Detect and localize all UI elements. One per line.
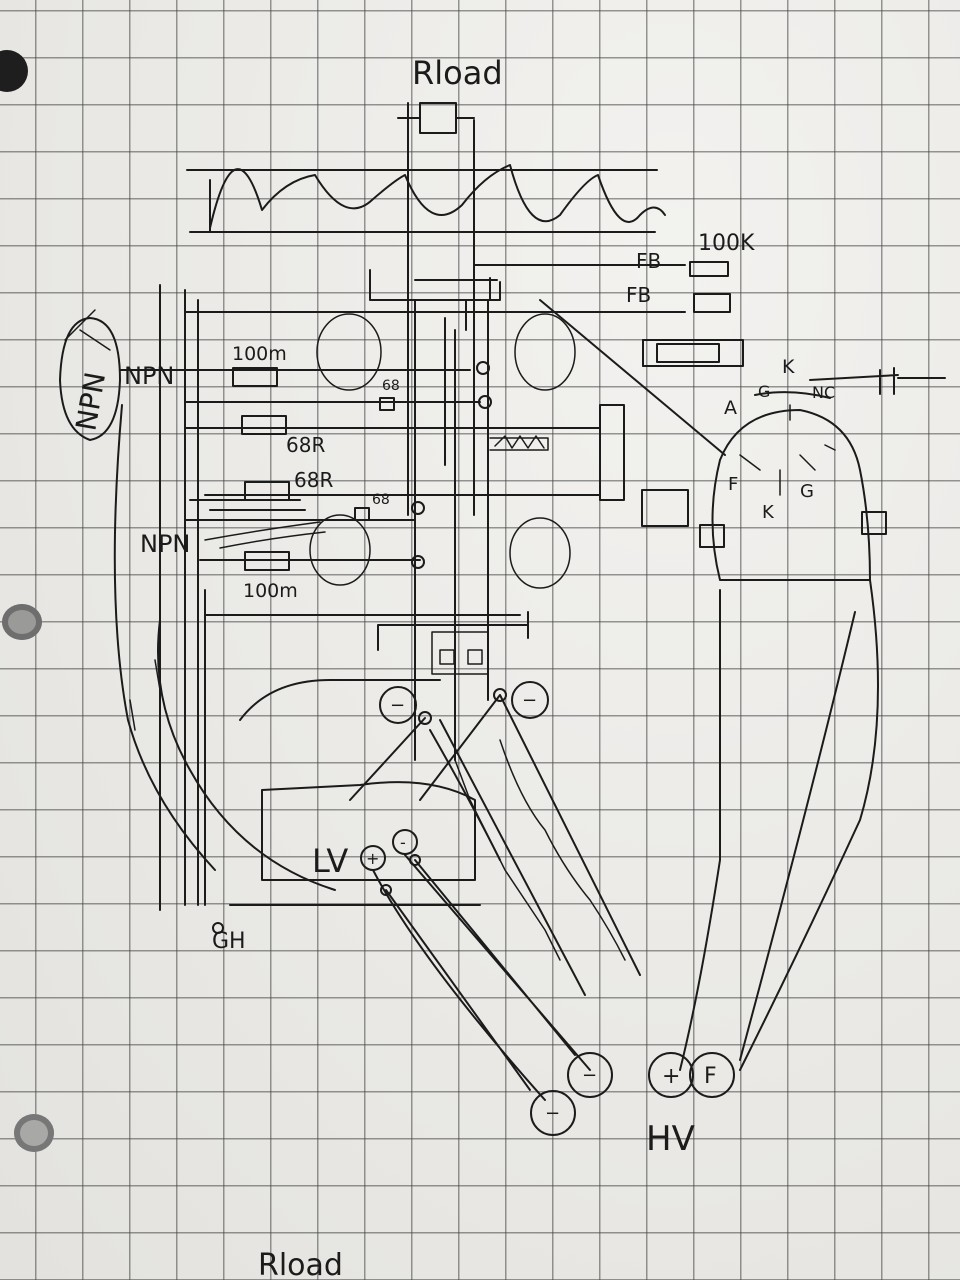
label-fb-lower: FB [626,283,651,307]
label-npn-lower: NPN [140,530,190,558]
label-fb-upper: FB [636,249,661,273]
label-hv: HV [646,1119,695,1159]
label-term-minus-left: − [390,695,405,716]
label-100k: 100K [698,231,755,256]
label-pin-g-bottom: G [800,481,814,502]
label-term-minus-lower2: − [582,1065,597,1086]
label-npn-vertical: NPN [69,370,112,434]
label-pin-k-top: K [782,356,795,378]
binder-hole [14,1114,54,1152]
label-pin-k-bottom: K [762,502,775,523]
label-pin-f: F [728,474,738,495]
rload-top [397,102,475,516]
label-lv-plus: + [366,849,379,868]
center-block [349,611,641,996]
label-rload-bottom: Rload [258,1248,343,1280]
label-gh: GH [212,929,246,954]
label-lv: LV [312,842,348,880]
binder-hole [2,604,42,640]
label-hv-f: F [704,1064,717,1089]
label-term-minus-lower: − [545,1103,560,1124]
handwritten-labels: Rload Rload 100K FB FB NPN NPN NPN 100m … [69,54,835,1280]
label-68r-b: 68R [294,468,333,492]
npn-bubble [59,309,336,891]
label-pin-g-top: G [758,382,770,401]
label-term-minus-right: − [522,690,537,711]
label-hv-plus: + [662,1064,680,1089]
bottom-terminals [212,922,735,1136]
fb-section [185,261,744,367]
label-68-b: 68 [372,492,390,508]
output-waveform [186,164,666,233]
label-npn-upper: NPN [124,362,174,390]
label-pin-nc: NC [812,383,835,402]
label-pin-a: A [724,397,737,419]
label-lv-minus: - [400,833,406,852]
label-68-a: 68 [382,378,400,394]
lv-block [229,679,591,1101]
transistor-bank [119,284,625,911]
label-100m-lower: 100m [243,580,298,602]
label-rload-top: Rload [412,54,503,92]
label-68r-a: 68R [286,433,325,457]
tube-socket [539,299,946,1071]
label-100m-upper: 100m [232,343,287,365]
